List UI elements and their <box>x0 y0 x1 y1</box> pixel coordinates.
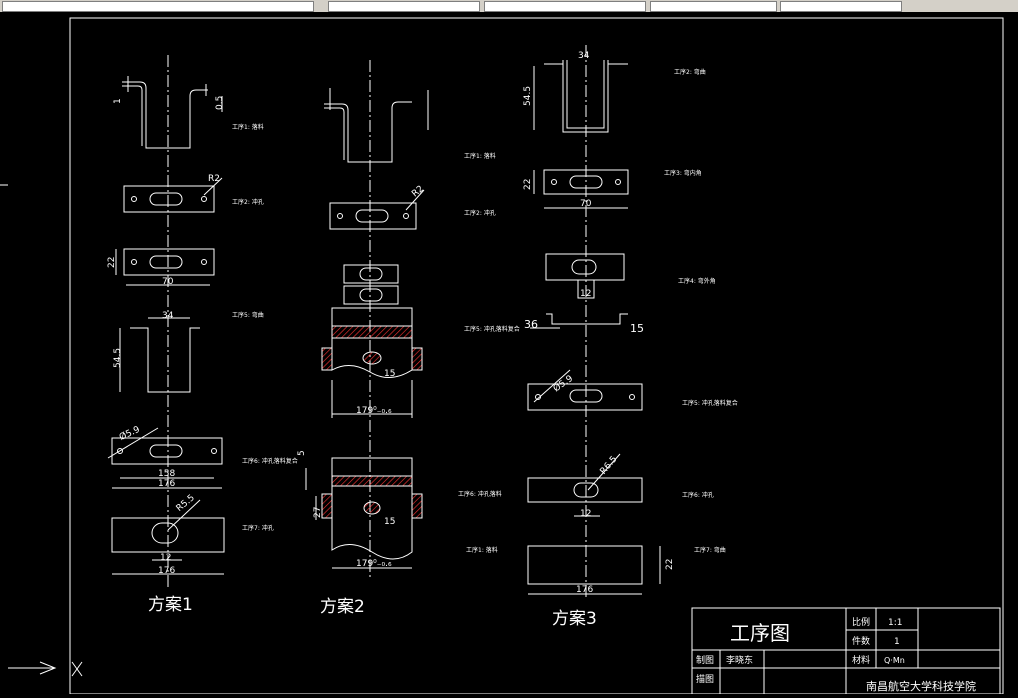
dim-r55: R5.5 <box>175 493 197 514</box>
dim-36: 36 <box>524 318 538 331</box>
step-label: 工序1: 落料 <box>464 152 496 160</box>
step-label: 工序7: 冲孔 <box>242 524 274 532</box>
step-label: 工序1: 落料 <box>466 546 498 554</box>
material-value: Q·Mn <box>884 656 905 665</box>
s2-u-bend <box>324 101 412 163</box>
dim-34b: 34 <box>578 51 590 61</box>
dim-22b: 22 <box>523 179 533 190</box>
dim-r2b: R2 <box>410 184 426 199</box>
scale-value: 1:1 <box>888 618 902 628</box>
s1-plate-4 <box>111 517 225 553</box>
dim-15c: 15 <box>630 322 644 335</box>
drawing-title: 工序图 <box>730 621 790 645</box>
dim-545: 54.5 <box>113 348 123 368</box>
checked-label: 描图 <box>696 673 714 685</box>
dim-176: 176 <box>158 479 175 489</box>
dim-158: 158 <box>158 469 175 479</box>
s2-die-1 <box>331 307 413 327</box>
dim-12: 12 <box>160 553 171 563</box>
dim-15: 15 <box>384 369 395 379</box>
dim-179: 179⁰₋₀.₆ <box>356 406 392 416</box>
step-label: 工序6: 冲孔 <box>682 491 714 499</box>
s1-u-bend <box>122 81 208 149</box>
step-label: 工序3: 弯内角 <box>664 169 702 177</box>
color-dropdown[interactable] <box>780 1 902 12</box>
s2-die-2 <box>331 457 413 477</box>
qty-value: 1 <box>894 637 900 647</box>
dim-15b: 15 <box>384 517 395 527</box>
step-label: 工序5: 冲孔落料复合 <box>464 325 520 333</box>
drawing-frame <box>69 17 1004 695</box>
s2-plate-1 <box>329 202 417 230</box>
dim-22c: 22 <box>665 559 675 570</box>
s1-plate-3 <box>111 437 223 465</box>
scheme-2-label: 方案2 <box>320 597 365 617</box>
dim-70b: 70 <box>580 199 592 209</box>
step-label: 工序2: 冲孔 <box>464 209 496 217</box>
s1-plate-2 <box>123 248 215 276</box>
dim-r2: R2 <box>208 174 220 184</box>
school-name: 南昌航空大学科技学院 <box>866 679 976 693</box>
s1-bent-part <box>130 327 200 393</box>
material-label: 材料 <box>852 654 870 666</box>
s2-strip-1 <box>343 264 399 284</box>
dim-12b: 12 <box>580 289 591 299</box>
dim-176c: 176 <box>576 585 593 595</box>
dim-70: 70 <box>162 277 174 287</box>
drawn-label: 制图 <box>696 654 714 666</box>
plotstyle-dropdown[interactable] <box>650 1 777 12</box>
step-label: 工序6: 冲孔落料复合 <box>242 457 298 465</box>
layer-dropdown[interactable] <box>2 1 314 12</box>
dim-176b: 176 <box>158 566 175 576</box>
s1-plate-1 <box>123 185 215 213</box>
dim-179b: 179⁰₋₀.₆ <box>356 559 392 569</box>
scheme-3-label: 方案3 <box>552 609 597 629</box>
s3-plate-3 <box>527 383 643 411</box>
drawing-svg: 1 0.5 R2 22 70 34 54.5 Ø5.9 158 176 R5.5… <box>0 17 1004 695</box>
dim-1: 1 <box>113 98 123 104</box>
scale-label: 比例 <box>852 616 870 628</box>
step-label: 工序5: 弯曲 <box>232 311 264 319</box>
s3-plate-4 <box>527 477 643 503</box>
step-label: 工序2: 冲孔 <box>232 198 264 206</box>
scheme-1-label: 方案1 <box>148 595 193 615</box>
s2-strip-2 <box>343 285 399 305</box>
drawing-canvas[interactable]: 1 0.5 R2 22 70 34 54.5 Ø5.9 158 176 R5.5… <box>0 12 1018 695</box>
s3-plate-5 <box>527 545 643 585</box>
dim-27: 27 <box>313 507 323 518</box>
step-label: 工序6: 冲孔落料 <box>458 490 502 498</box>
s3-bend-profile <box>546 313 628 325</box>
linetype-dropdown[interactable] <box>328 1 480 12</box>
dim-05: 0.5 <box>215 96 225 110</box>
step-label: 工序1: 落料 <box>232 123 264 131</box>
dim-5: 5 <box>297 450 307 456</box>
dim-12c: 12 <box>580 509 591 519</box>
s3-plate-1 <box>543 169 629 195</box>
s3-u-part <box>562 60 609 133</box>
step-label: 工序2: 弯曲 <box>674 68 706 76</box>
s3-plate-2 <box>545 253 625 281</box>
dim-545b: 54.5 <box>523 86 533 106</box>
dim-34: 34 <box>162 311 174 321</box>
drawn-value: 李晓东 <box>726 654 753 666</box>
step-label: 工序4: 弯外角 <box>678 277 716 285</box>
lineweight-dropdown[interactable] <box>484 1 646 12</box>
step-label: 工序7: 弯曲 <box>694 546 726 554</box>
qty-label: 件数 <box>852 635 870 647</box>
dim-22: 22 <box>107 257 117 268</box>
step-label: 工序5: 冲孔落料复合 <box>682 399 738 407</box>
